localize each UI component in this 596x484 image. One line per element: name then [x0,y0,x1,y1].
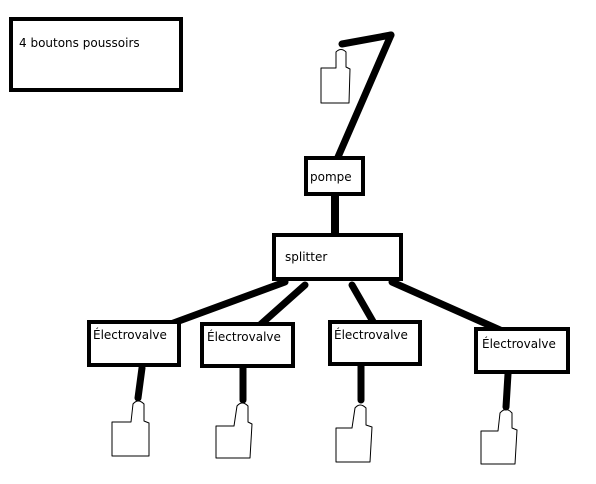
electrovalve-node: Électrovalve [87,320,181,367]
pompe-label: pompe [310,170,352,184]
splitter-node: splitter [272,233,403,281]
thumb-up-icon [480,409,518,465]
connector-top-bar [338,31,395,48]
electrovalve-node: Électrovalve [200,322,295,368]
note-text: 4 boutons poussoirs [19,36,140,50]
pompe-node: pompe [304,156,365,196]
electrovalve-label: Électrovalve [207,330,281,344]
thumb-up-icon [215,402,253,459]
thumb-up-icon [111,400,150,457]
electrovalve-label: Électrovalve [482,337,556,351]
connector-top-to-pompe [334,31,395,161]
connector-splitter-valve-4 [388,278,504,334]
electrovalve-label: Électrovalve [334,328,408,342]
connector-splitter-valve-1 [164,278,289,329]
splitter-label: splitter [285,250,328,264]
connector-splitter-valve-3 [348,281,379,329]
thumb-up-icon [320,49,351,104]
connector-splitter-valve-2 [256,281,309,329]
thumb-up-icon [335,404,373,463]
electrovalve-node: Électrovalve [328,320,422,366]
electrovalve-label: Électrovalve [93,328,167,342]
connector-valve-1-down [134,364,146,402]
connector-valve-4-down [502,370,512,411]
electrovalve-node: Électrovalve [474,327,570,374]
note-box: 4 boutons poussoirs [9,17,183,92]
